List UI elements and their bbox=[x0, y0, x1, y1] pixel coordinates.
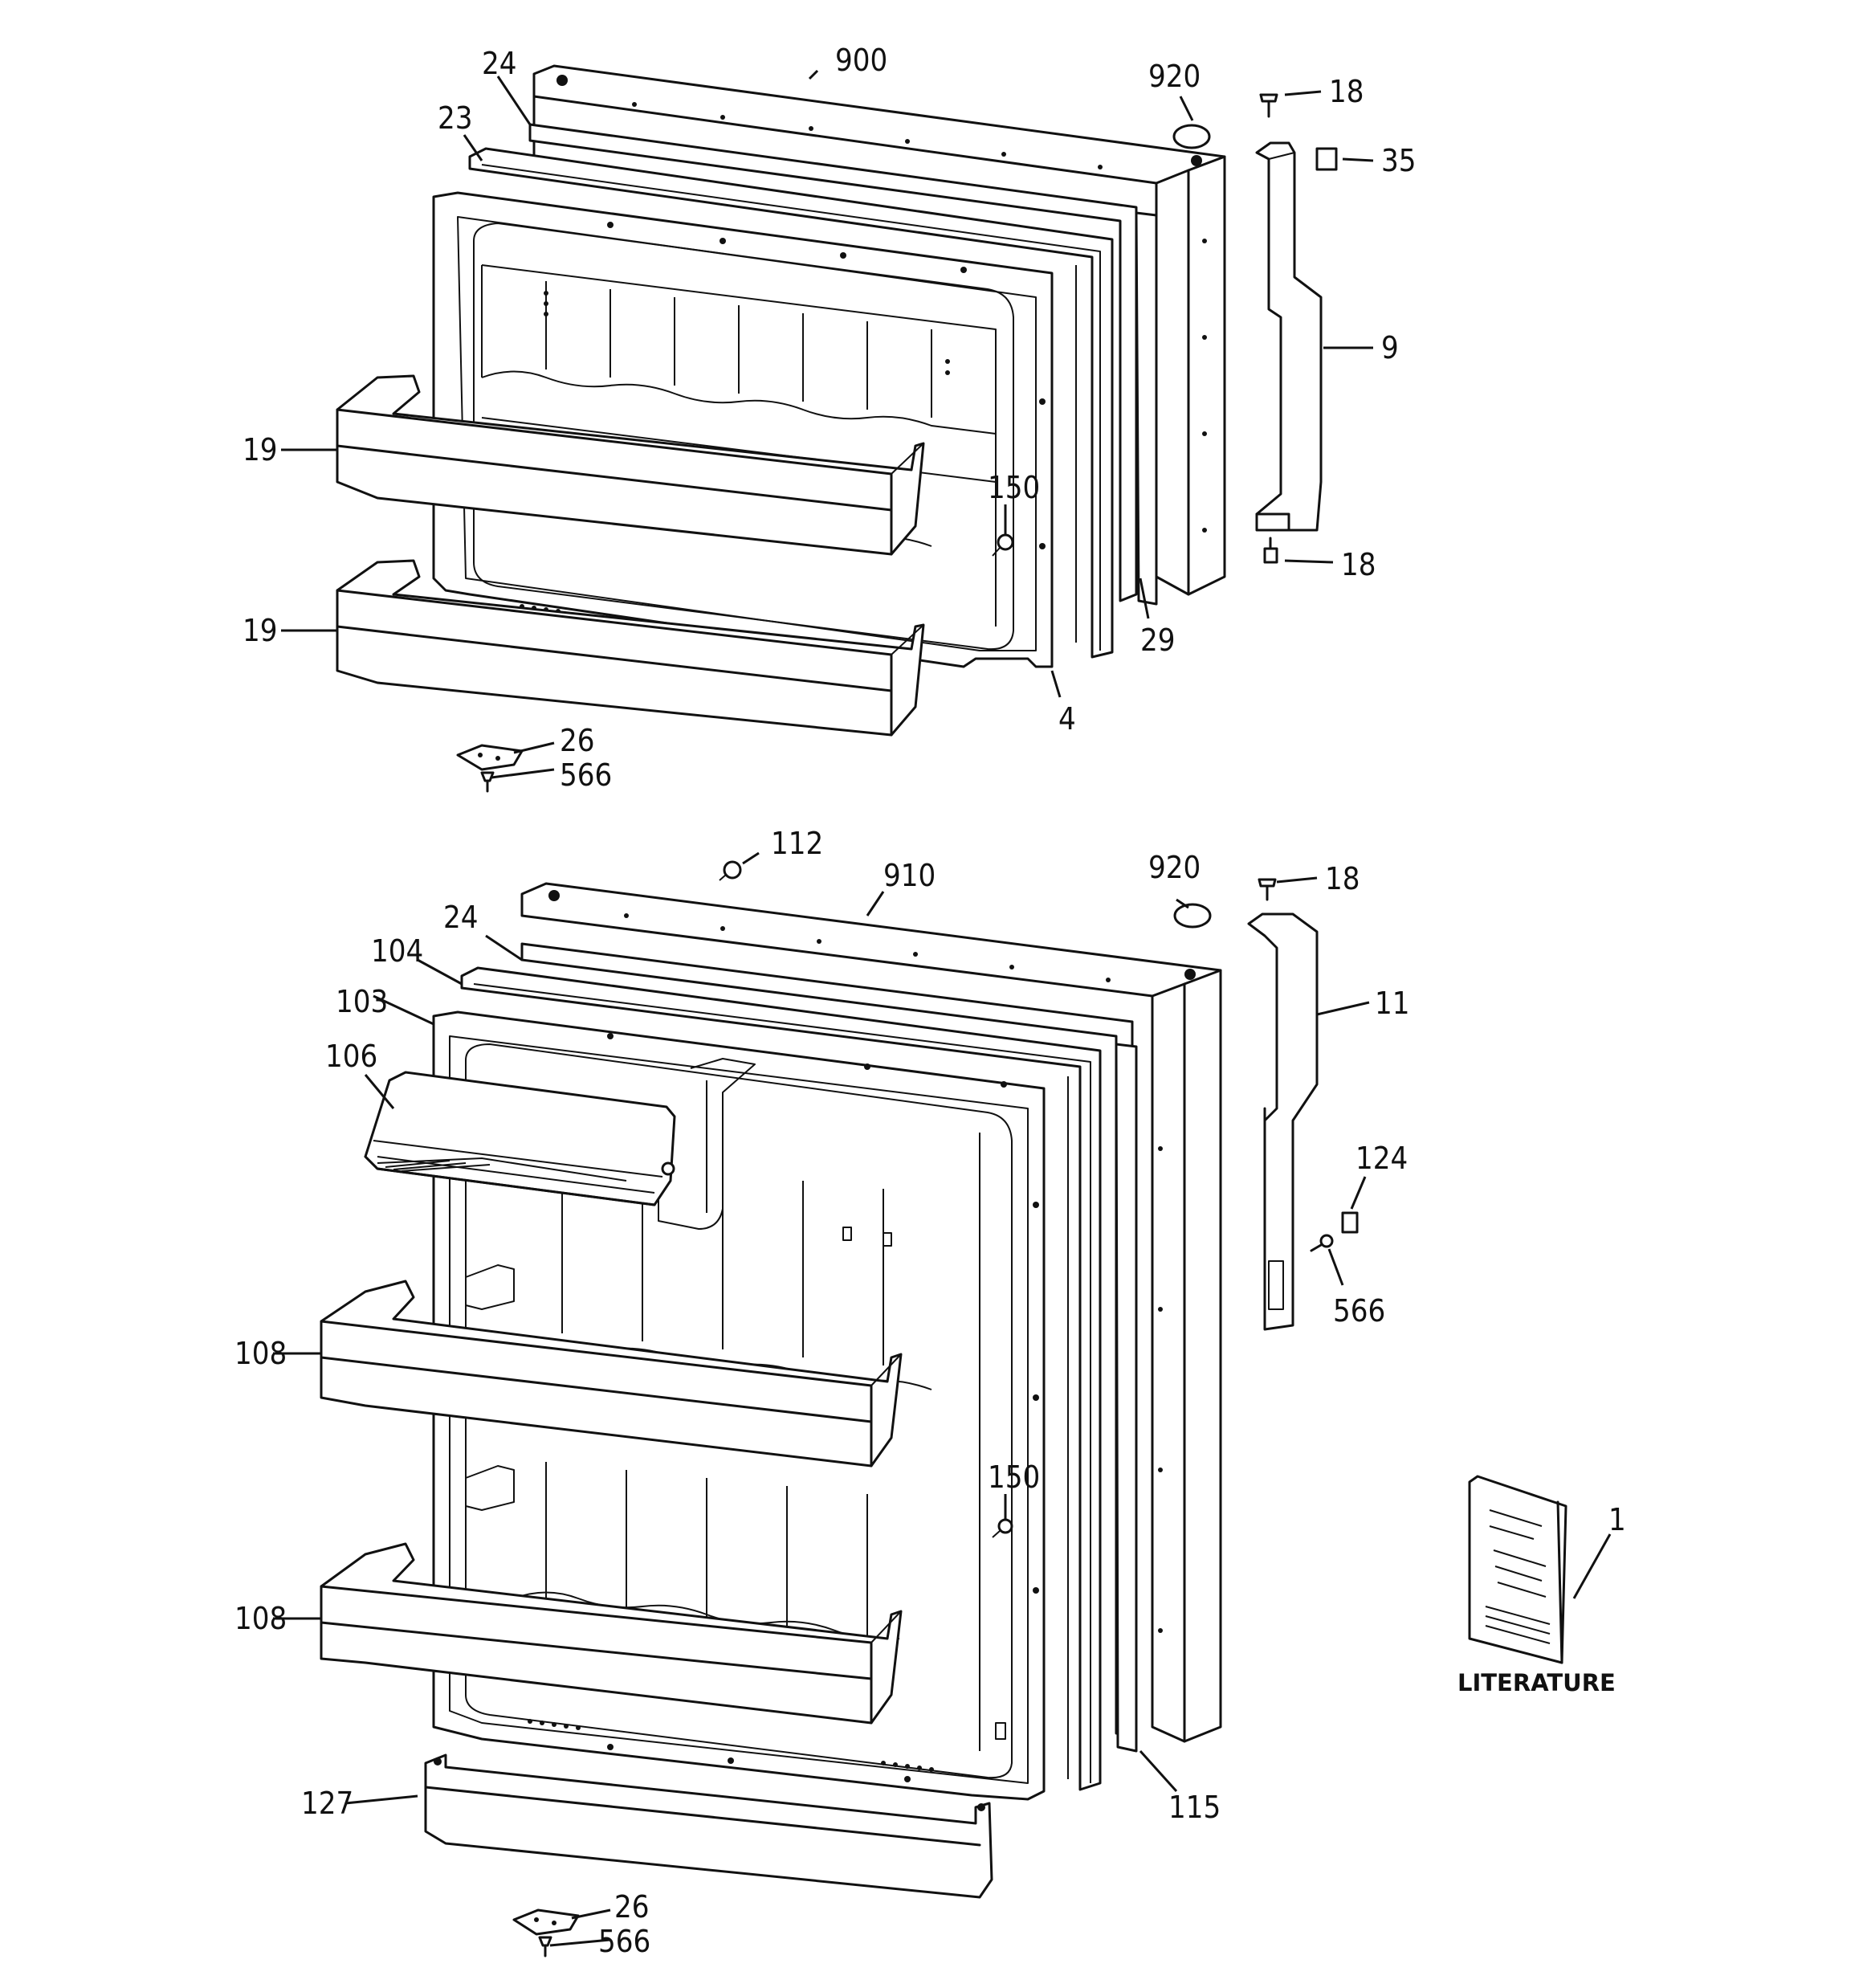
freezer-door-shelf-19-lower bbox=[336, 559, 925, 737]
fresh-food-door-shelf-108-upper bbox=[320, 1280, 903, 1468]
callout-19-lower: 19 bbox=[243, 613, 278, 648]
bottom-shelf-127 bbox=[424, 1753, 993, 1899]
callout-35: 35 bbox=[1381, 143, 1417, 178]
fresh-food-gasket-104 bbox=[460, 966, 1102, 1791]
freezer-door-assembly bbox=[336, 64, 1338, 793]
literature-booklet-1 bbox=[1468, 1475, 1567, 1664]
callout-920-bottom: 920 bbox=[1148, 850, 1201, 885]
callout-108-upper: 108 bbox=[234, 1336, 287, 1371]
callout-900: 900 bbox=[835, 43, 887, 78]
screw-566-mid bbox=[1310, 1234, 1334, 1252]
callout-18-top-a: 18 bbox=[1329, 74, 1364, 109]
freezer-outer-door-900 bbox=[532, 64, 1226, 596]
callout-26-bottom: 26 bbox=[614, 1889, 650, 1925]
plug-920-bottom bbox=[1173, 903, 1212, 929]
leader-lines bbox=[273, 69, 1612, 1947]
dairy-compartment-door-106 bbox=[364, 1071, 676, 1206]
freezer-door-shelf-19-upper bbox=[336, 374, 925, 556]
hinge-plate-26-top bbox=[456, 744, 524, 771]
callout-1: 1 bbox=[1608, 1502, 1626, 1537]
callout-19-upper: 19 bbox=[243, 432, 278, 467]
screw-566-bottom bbox=[538, 1936, 552, 1957]
literature-caption: LITERATURE bbox=[1457, 1669, 1616, 1696]
fresh-food-strip-115 bbox=[1115, 1043, 1138, 1753]
callout-106: 106 bbox=[325, 1039, 377, 1074]
callout-4: 4 bbox=[1058, 701, 1076, 737]
callout-24-bottom: 24 bbox=[443, 900, 479, 935]
callout-150-top: 150 bbox=[988, 470, 1040, 505]
plug-920-top bbox=[1172, 124, 1211, 149]
fresh-food-door-shelf-108-lower bbox=[320, 1542, 903, 1725]
fresh-food-door-assembly bbox=[320, 860, 1359, 1957]
callout-910: 910 bbox=[883, 858, 936, 893]
screw-18-top-b bbox=[1263, 537, 1278, 564]
callout-115: 115 bbox=[1168, 1790, 1221, 1825]
freezer-strip-29 bbox=[1135, 211, 1158, 606]
callout-23: 23 bbox=[438, 100, 473, 136]
callout-104: 104 bbox=[371, 933, 423, 969]
callout-labels: 900 24 23 920 18 35 9 19 19 150 18 29 4 … bbox=[234, 43, 1626, 1959]
freezer-gasket-23 bbox=[468, 147, 1114, 659]
callout-124: 124 bbox=[1355, 1141, 1408, 1176]
callout-24-top: 24 bbox=[482, 46, 517, 81]
callout-566-bottom: 566 bbox=[598, 1924, 650, 1959]
screw-18-bottom bbox=[1258, 878, 1277, 901]
callout-112: 112 bbox=[771, 826, 823, 861]
screw-112 bbox=[719, 860, 742, 881]
screw-150-top bbox=[992, 533, 1014, 557]
callout-18-bottom: 18 bbox=[1325, 861, 1360, 896]
callout-108-lower: 108 bbox=[234, 1601, 287, 1636]
screw-18-top-a bbox=[1259, 93, 1278, 118]
callout-29: 29 bbox=[1140, 623, 1176, 658]
callout-920-top: 920 bbox=[1148, 59, 1201, 94]
callout-26-top: 26 bbox=[560, 723, 595, 758]
clip-124 bbox=[1341, 1211, 1359, 1234]
callout-127: 127 bbox=[301, 1786, 353, 1821]
hinge-plate-26-bottom bbox=[512, 1908, 580, 1936]
callout-150-bottom: 150 bbox=[988, 1459, 1040, 1495]
callout-9: 9 bbox=[1381, 330, 1399, 365]
screw-566-top bbox=[480, 771, 495, 793]
clip-35 bbox=[1315, 147, 1338, 171]
freezer-gasket-frame-24 bbox=[528, 123, 1138, 602]
callout-18-top-b: 18 bbox=[1341, 547, 1376, 582]
freezer-hinge-bracket-9 bbox=[1255, 141, 1323, 532]
fresh-food-outer-door-910 bbox=[520, 882, 1222, 1743]
callout-566-mid: 566 bbox=[1333, 1293, 1385, 1329]
callout-566-top: 566 bbox=[560, 757, 612, 793]
callout-11: 11 bbox=[1375, 986, 1410, 1021]
callout-103: 103 bbox=[336, 984, 388, 1019]
fresh-food-hinge-bracket-11 bbox=[1247, 912, 1319, 1331]
